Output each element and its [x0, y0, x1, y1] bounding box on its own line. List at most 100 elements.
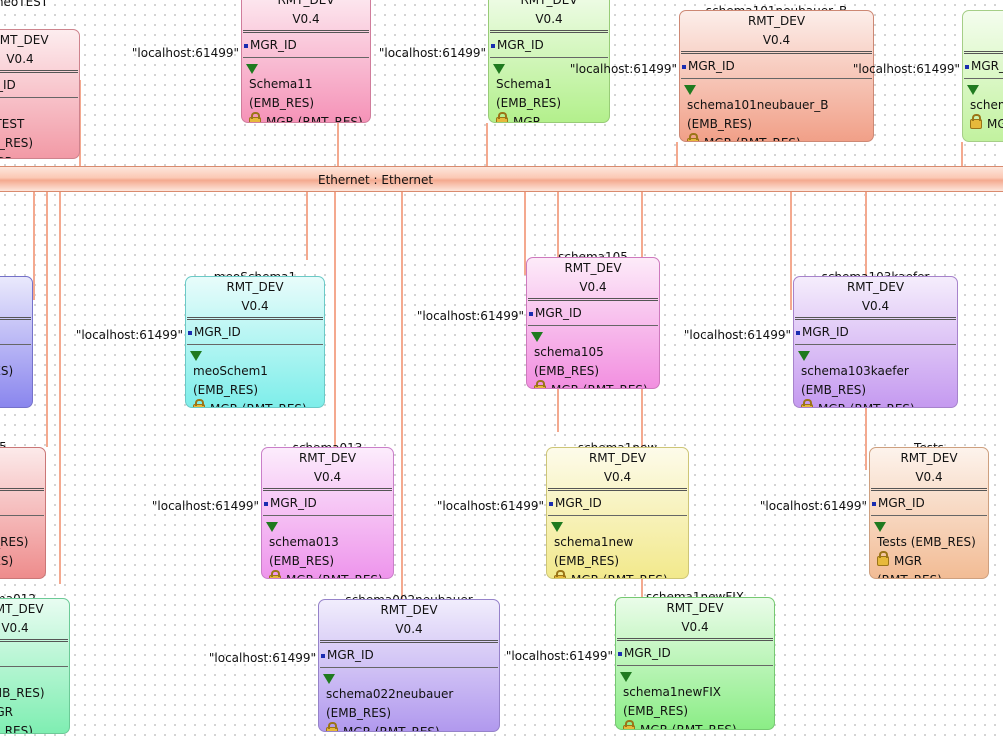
header-separator	[964, 51, 1003, 54]
mgr-id-input[interactable]: MGR_ID	[0, 73, 79, 97]
emb-resource-label[interactable]: schema101neubauer_B (EMB_RES)	[687, 98, 829, 131]
input-port-icon[interactable]	[491, 43, 495, 48]
device-block[interactable]: MGR_IDschemMG	[962, 10, 1003, 142]
mgr-id-input[interactable]: MGR_ID	[680, 54, 873, 78]
input-port-icon[interactable]	[549, 501, 553, 506]
mgr-id-input[interactable]: MGR_ID	[186, 320, 324, 344]
mgr-id-input[interactable]: MGR_ID	[527, 301, 659, 325]
expand-triangle-icon[interactable]	[967, 85, 979, 95]
rmt-resource-label[interactable]: RES)	[0, 552, 45, 571]
mgr-id-input[interactable]: MGR_ID	[242, 33, 370, 57]
device-block[interactable]: EMB_RES) RES)	[0, 447, 46, 579]
input-port-icon[interactable]	[188, 330, 192, 335]
mgr-id-label: MGR_ID	[802, 325, 849, 339]
emb-resource-label[interactable]: Schema1 (EMB_RES)	[496, 77, 562, 110]
expand-triangle-icon[interactable]	[246, 64, 258, 74]
mgr-id-label: MGR_ID	[194, 325, 241, 339]
input-port-icon[interactable]	[244, 43, 248, 48]
emb-resource-label[interactable]: meoTEST (EMB_RES)	[0, 117, 34, 150]
device-block[interactable]: RES)	[0, 276, 33, 408]
rmt-resource-label[interactable]: MGR (RMT_RES)	[616, 720, 774, 729]
header-separator	[0, 70, 78, 73]
rmt-resource-text: MGR (RMT_RES)	[877, 554, 942, 578]
expand-triangle-icon[interactable]	[531, 332, 543, 342]
rmt-resource-label[interactable]: MGR (RMT_RES)	[242, 112, 370, 122]
rmt-resource-label[interactable]: MGR (RMT_RES)	[527, 380, 659, 388]
rmt-resource-label[interactable]: MGR (RMT_RES)	[547, 570, 688, 578]
rmt-resource-label[interactable]: MGR (RMT_RES)	[0, 703, 69, 733]
device-address-label: "localhost:61499"	[131, 46, 239, 60]
rmt-resource-label[interactable]: MGR (RMT_RES)	[680, 133, 873, 141]
rmt-resource-label[interactable]: MGR (RMT_RES)	[319, 722, 499, 731]
rmt-resource-label[interactable]: MG	[963, 114, 1003, 134]
emb-resource-label[interactable]: schem	[970, 98, 1003, 112]
rmt-resource-label[interactable]: MGR (RMT_RES)	[262, 570, 393, 578]
mgr-id-input[interactable]	[0, 642, 69, 666]
rmt-resource-label[interactable]: MGR (RMT_RES)	[870, 551, 988, 578]
mgr-id-input[interactable]	[0, 320, 32, 344]
device-type: RMT_DEV	[564, 261, 622, 275]
emb-resource-label[interactable]: schema013 (EMB_RES)	[269, 535, 339, 568]
input-port-icon[interactable]	[264, 501, 268, 506]
expand-triangle-icon[interactable]	[190, 351, 202, 361]
input-port-icon[interactable]	[529, 311, 533, 316]
ethernet-segment[interactable]: Ethernet : Ethernet	[0, 166, 1003, 192]
input-port-icon[interactable]	[796, 330, 800, 335]
expand-triangle-icon[interactable]	[798, 351, 810, 361]
mgr-id-label: MGR_ID	[624, 646, 671, 660]
input-port-icon[interactable]	[872, 501, 876, 506]
mgr-id-input[interactable]: MGR_ID	[547, 491, 688, 515]
device-version: V0.4	[395, 622, 423, 636]
emb-resource-label[interactable]: schema022neubauer (EMB_RES)	[326, 687, 454, 720]
rmt-resource-label[interactable]: MGR (RMT_RES)	[794, 399, 957, 407]
mgr-id-input[interactable]: MGR_ID	[262, 491, 393, 515]
mgr-id-label: MGR_ID	[535, 306, 582, 320]
emb-resource-label[interactable]: 2 (EMB_RES)	[0, 686, 45, 700]
input-port-icon[interactable]	[321, 653, 325, 658]
mgr-id-input[interactable]: MGR_ID	[489, 33, 609, 57]
mgr-id-input[interactable]: MGR_ID	[794, 320, 957, 344]
mgr-id-input[interactable]: MGR_ID	[616, 641, 774, 665]
device-version: V0.4	[603, 470, 632, 484]
emb-resource-label[interactable]: EMB_RES)	[0, 535, 29, 549]
mgr-id-input[interactable]: MGR_ID	[319, 643, 499, 667]
mgr-id-input[interactable]	[0, 491, 45, 515]
expand-triangle-icon[interactable]	[874, 522, 886, 532]
expand-triangle-icon[interactable]	[323, 674, 335, 684]
input-port-icon[interactable]	[965, 64, 969, 69]
expand-triangle-icon[interactable]	[551, 522, 563, 532]
mgr-id-input[interactable]: MGR_ID	[870, 491, 988, 515]
emb-resource-label[interactable]: schema1newFIX (EMB_RES)	[623, 685, 721, 718]
expand-triangle-icon[interactable]	[620, 672, 632, 682]
emb-resource-label[interactable]: schema105 (EMB_RES)	[534, 345, 604, 378]
emb-resource-label[interactable]: meoSchem1 (EMB_RES)	[193, 364, 268, 397]
rmt-resource-label[interactable]: MGR (RMT_RES)	[0, 153, 79, 158]
input-port-icon[interactable]	[682, 64, 686, 69]
expand-triangle-icon[interactable]	[493, 64, 505, 74]
rmt-resource-label[interactable]: RES)	[0, 362, 32, 381]
rmt-resource-label[interactable]: MGR (RMT_RES)	[186, 399, 324, 407]
expand-triangle-icon[interactable]	[684, 85, 696, 95]
emb-resource-label[interactable]: Schema11 (EMB_RES)	[249, 77, 315, 110]
expand-triangle-icon[interactable]	[266, 522, 278, 532]
emb-resource-label[interactable]: schema103kaefer (EMB_RES)	[801, 364, 909, 397]
emb-resource-label[interactable]: Tests (EMB_RES)	[877, 535, 976, 549]
emb-resource-label[interactable]: schema1new (EMB_RES)	[554, 535, 634, 568]
input-port-icon[interactable]	[618, 651, 622, 656]
rmt-resource-label[interactable]: MGR (RMT_RES)	[489, 112, 609, 122]
mgr-id-input[interactable]: MGR_ID	[963, 54, 1003, 78]
